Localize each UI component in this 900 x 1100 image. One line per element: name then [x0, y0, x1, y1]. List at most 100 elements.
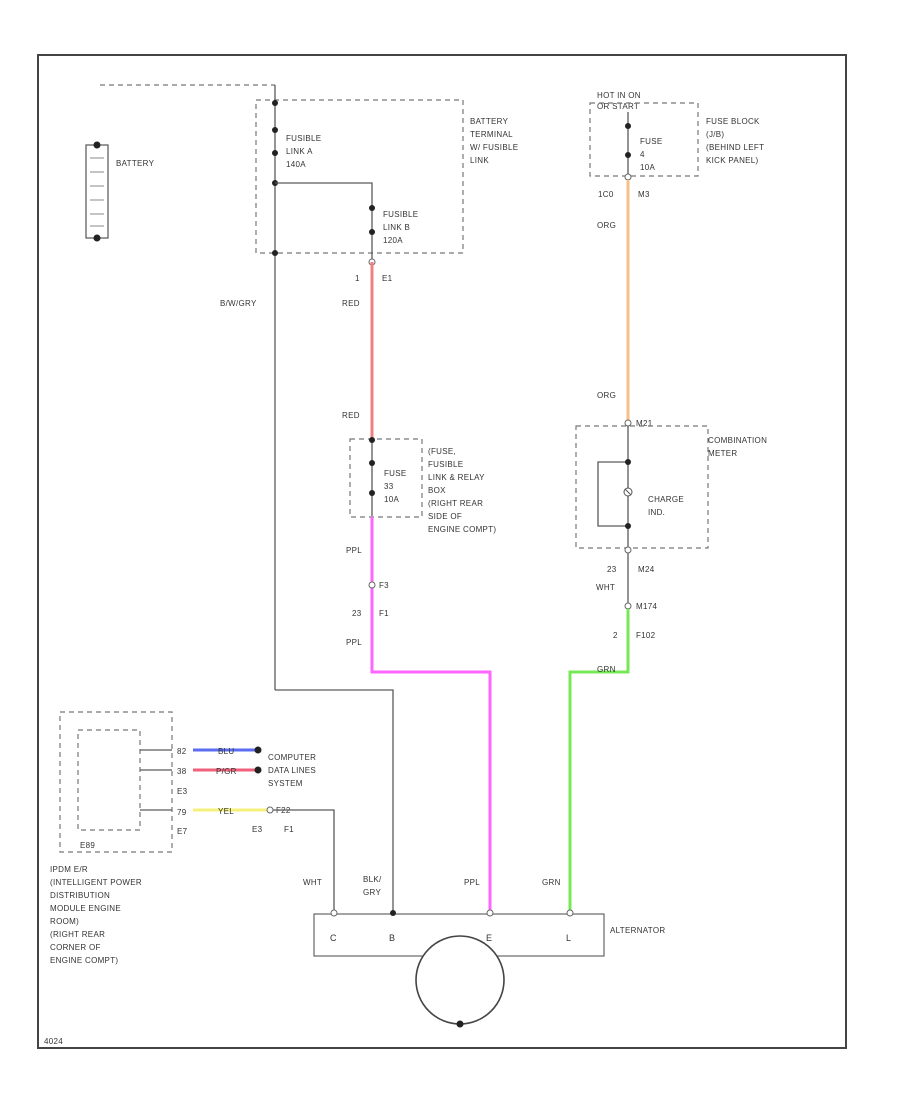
- ipdm-label-3: DISTRIBUTION: [50, 891, 110, 900]
- ipdm-label-5: ROOM): [50, 917, 79, 926]
- ipdm-label-6: (RIGHT REAR: [50, 930, 105, 939]
- alternator-icon: [415, 935, 505, 1025]
- wire-label-org-2: ORG: [597, 391, 616, 400]
- combination-meter-box: [575, 425, 709, 549]
- battery-terminal-label-4: LINK: [470, 156, 489, 165]
- diagram-frame: [37, 54, 847, 1049]
- conn-e3-label: E3: [252, 825, 263, 834]
- pin-f102-label: F102: [636, 631, 656, 640]
- fuse-33-line3: 10A: [384, 495, 399, 504]
- alternator-label: ALTERNATOR: [610, 926, 665, 935]
- ipdm-label-2: (INTELLIGENT POWER: [50, 878, 142, 887]
- alternator-terminal-e: E: [486, 933, 492, 943]
- fusible-link-b-line1: FUSIBLE: [383, 210, 418, 219]
- wire-label-org-1: ORG: [597, 221, 616, 230]
- connector-f3: [368, 581, 376, 589]
- relay-box-label-3: LINK & RELAY: [428, 473, 485, 482]
- conn-f3-label: F3: [379, 581, 389, 590]
- wire-label-pgr: P/GR: [216, 767, 237, 776]
- ipdm-pin-82: 82: [177, 747, 187, 756]
- alternator-terminal-l: L: [566, 933, 571, 943]
- wire-label-ppl-3: PPL: [464, 878, 480, 887]
- connector-f22: [266, 806, 274, 814]
- diagram-code: 4024: [44, 1037, 63, 1046]
- wire-label-bw-gry: B/W/GRY: [220, 299, 257, 308]
- fuse-4-line2: 4: [640, 150, 645, 159]
- fuse-block-box: [589, 102, 699, 177]
- ipdm-pin-79: 79: [177, 808, 187, 817]
- wire-label-wht-1: WHT: [596, 583, 615, 592]
- combination-meter-label-1: COMBINATION: [708, 436, 767, 445]
- data-lines-label-3: SYSTEM: [268, 779, 303, 788]
- alternator-terminal-b: B: [389, 933, 395, 943]
- hot-label-2: OR START: [597, 102, 639, 111]
- connector-m24: [624, 546, 632, 554]
- pin-m24-label: M24: [638, 565, 655, 574]
- fusible-link-a-line1: FUSIBLE: [286, 134, 321, 143]
- pin-23b-label: 23: [607, 565, 617, 574]
- ipdm-e7: E7: [177, 827, 188, 836]
- battery-terminal-label-3: W/ FUSIBLE: [470, 143, 518, 152]
- data-lines-label-1: COMPUTER: [268, 753, 316, 762]
- fusible-link-a-line2: LINK A: [286, 147, 313, 156]
- fuse-block-label-1: FUSE BLOCK: [706, 117, 760, 126]
- wire-label-red-1: RED: [342, 299, 360, 308]
- relay-box-label-5: (RIGHT REAR: [428, 499, 483, 508]
- battery-label: BATTERY: [116, 159, 155, 168]
- ipdm-box: [59, 711, 173, 853]
- relay-box-label-6: SIDE OF: [428, 512, 462, 521]
- ipdm-label-1: IPDM E/R: [50, 865, 88, 874]
- data-lines-label-2: DATA LINES: [268, 766, 316, 775]
- wire-label-blk-gry-1: BLK/: [363, 875, 382, 884]
- connector-m174: [624, 602, 632, 610]
- hot-label-1: HOT IN ON: [597, 91, 641, 100]
- connector-m21: [624, 419, 632, 427]
- pin-e1-label: E1: [382, 274, 393, 283]
- charge-indicator-icon: [623, 487, 633, 497]
- relay-box-label-1: (FUSE,: [428, 447, 456, 456]
- fuse-4-line1: FUSE: [640, 137, 663, 146]
- ipdm-e3-top: E3: [177, 787, 188, 796]
- wire-label-ppl-1: PPL: [346, 546, 362, 555]
- fuse-33-line2: 33: [384, 482, 394, 491]
- conn-m21-label: M21: [636, 419, 653, 428]
- fuse-33-line1: FUSE: [384, 469, 407, 478]
- alternator-terminal-c: C: [330, 933, 337, 943]
- charge-ind-line2: IND.: [648, 508, 665, 517]
- relay-box-label-2: FUSIBLE: [428, 460, 463, 469]
- charge-ind-line1: CHARGE: [648, 495, 684, 504]
- wire-pink: [370, 517, 492, 912]
- fuse-4-line3: 10A: [640, 163, 655, 172]
- wire-label-wht-2: WHT: [303, 878, 322, 887]
- pin-m3-label: M3: [638, 190, 650, 199]
- conn-m174-label: M174: [636, 602, 657, 611]
- ipdm-label-7: CORNER OF: [50, 943, 101, 952]
- fuse-block-label-4: KICK PANEL): [706, 156, 759, 165]
- ipdm-box-code: E89: [80, 841, 95, 850]
- pin-2-label: 2: [613, 631, 618, 640]
- fuse-block-label-2: (J/B): [706, 130, 724, 139]
- fuse-block-label-3: (BEHIND LEFT: [706, 143, 764, 152]
- fusible-link-b-line2: LINK B: [383, 223, 410, 232]
- battery-terminal-label-1: BATTERY: [470, 117, 509, 126]
- relay-box-label-7: ENGINE COMPT): [428, 525, 496, 534]
- wire-label-red-2: RED: [342, 411, 360, 420]
- battery-symbol: [85, 141, 109, 242]
- fusible-link-a-line3: 140A: [286, 160, 306, 169]
- pin-f1-label: F1: [379, 609, 389, 618]
- pin-23-label: 23: [352, 609, 362, 618]
- wire-label-grn-2: GRN: [542, 878, 561, 887]
- wire-label-blu: BLU: [218, 747, 234, 756]
- connector-m3: [624, 173, 632, 181]
- ipdm-inner-box: [77, 729, 141, 831]
- wire-green: [568, 609, 630, 912]
- fusible-link-b-line3: 120A: [383, 236, 403, 245]
- conn-f1-label: F1: [284, 825, 294, 834]
- ipdm-label-4: MODULE ENGINE: [50, 904, 121, 913]
- wire-label-grn-1: GRN: [597, 665, 616, 674]
- relay-box: [349, 438, 423, 518]
- pin-1c0-label: 1C0: [598, 190, 614, 199]
- relay-box-label-4: BOX: [428, 486, 446, 495]
- pin-1-label: 1: [355, 274, 360, 283]
